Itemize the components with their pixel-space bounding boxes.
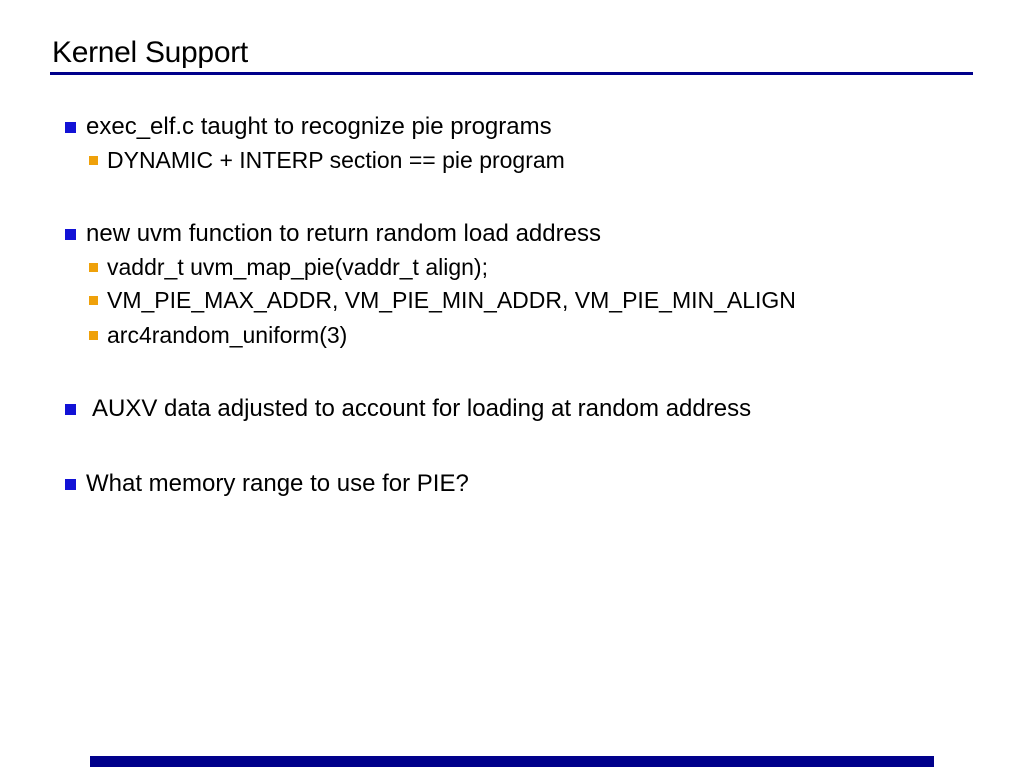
bullet-item: arc4random_uniform(3) bbox=[89, 320, 347, 350]
slide-title: Kernel Support bbox=[52, 36, 248, 69]
bullet-text: arc4random_uniform(3) bbox=[107, 322, 348, 348]
bullet-text: VM_PIE_MAX_ADDR, VM_PIE_MIN_ADDR, VM_PIE… bbox=[107, 287, 796, 313]
sub-bullet-square-icon bbox=[89, 155, 98, 165]
bullet-square-icon bbox=[65, 403, 76, 415]
bullet-square-icon bbox=[65, 478, 76, 490]
title-underline bbox=[50, 72, 973, 75]
bullet-square-icon bbox=[65, 121, 76, 133]
bullet-item: new uvm function to return random load a… bbox=[65, 219, 601, 249]
bullet-item: AUXV data adjusted to account for loadin… bbox=[65, 394, 751, 424]
bullet-item: DYNAMIC + INTERP section == pie program bbox=[89, 145, 565, 175]
bullet-item: exec_elf.c taught to recognize pie progr… bbox=[65, 112, 552, 142]
bullet-square-icon bbox=[65, 228, 76, 240]
sub-bullet-square-icon bbox=[89, 262, 98, 272]
bullet-text: What memory range to use for PIE? bbox=[86, 470, 469, 497]
bullet-text: exec_elf.c taught to recognize pie progr… bbox=[86, 113, 552, 140]
bullet-text: DYNAMIC + INTERP section == pie program bbox=[107, 147, 565, 173]
sub-bullet-square-icon bbox=[89, 330, 98, 340]
bullet-item: VM_PIE_MAX_ADDR, VM_PIE_MIN_ADDR, VM_PIE… bbox=[89, 285, 796, 315]
bullet-text: vaddr_t uvm_map_pie(vaddr_t align); bbox=[107, 254, 488, 280]
sub-bullet-square-icon bbox=[89, 295, 98, 305]
bullet-item: vaddr_t uvm_map_pie(vaddr_t align); bbox=[89, 252, 488, 282]
bullet-text: AUXV data adjusted to account for loadin… bbox=[92, 395, 752, 422]
bullet-text: new uvm function to return random load a… bbox=[86, 220, 601, 247]
footer-bar bbox=[90, 756, 934, 767]
bullet-item: What memory range to use for PIE? bbox=[65, 469, 469, 499]
